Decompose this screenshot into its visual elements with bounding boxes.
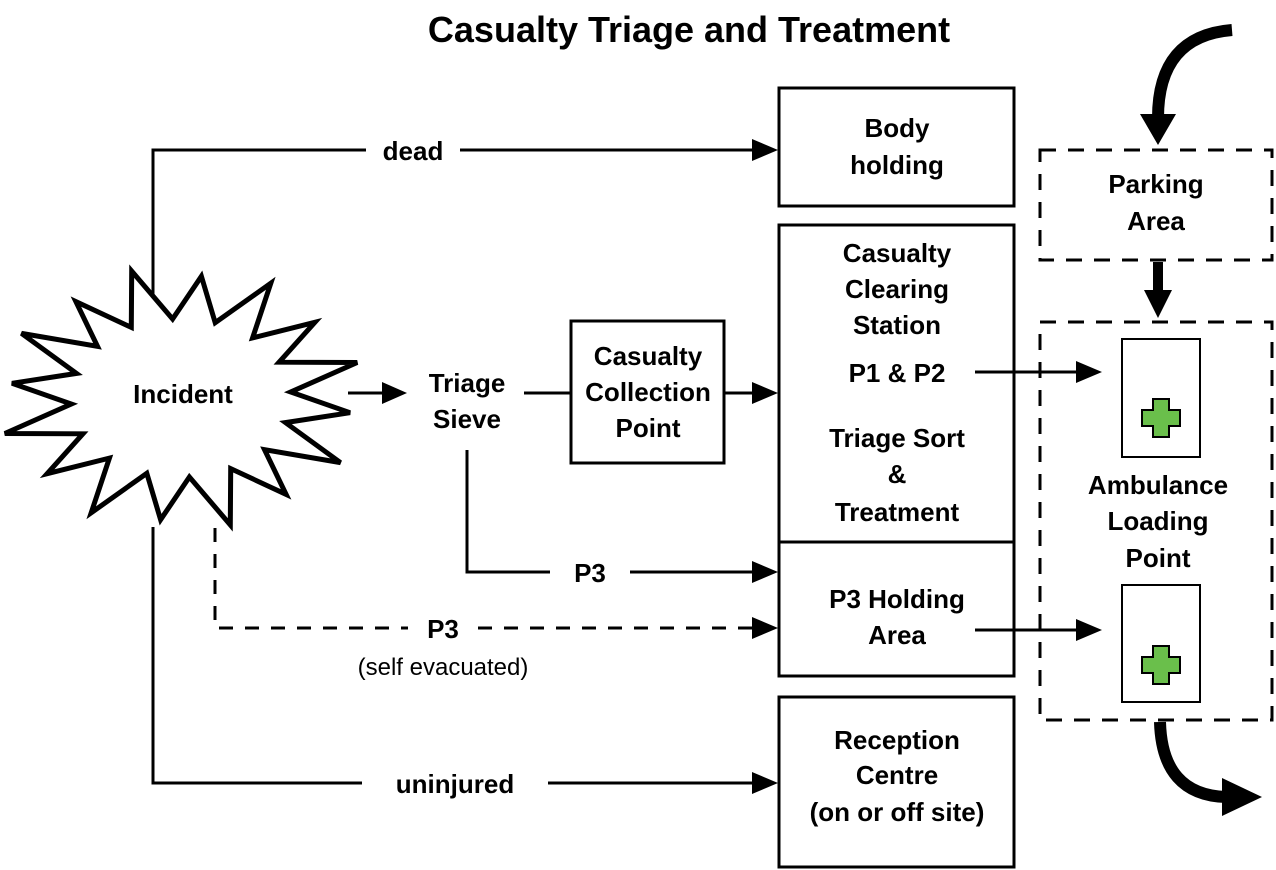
arrowhead-icon [752,382,778,404]
triage-sort-line2: & [888,459,907,489]
plus-cross-icon [1141,645,1181,685]
incident-label: Incident [133,379,233,409]
entry-arrowhead-icon [1140,114,1176,145]
parking-line2: Area [1127,206,1185,236]
ambulance-line1: Ambulance [1088,470,1228,500]
entry-curve-line [1152,24,1233,119]
ambulance-loading-zone [1038,320,1274,722]
clearing-station-line3: Station [853,310,941,340]
p3-self-label: P3 [427,614,459,644]
clearing-station-box [777,223,1016,544]
arrowhead-icon [752,561,778,583]
collection-point-line2: Collection [585,377,711,407]
p1p2-label: P1 & P2 [849,358,946,388]
triage-sieve-line1: Triage [429,368,506,398]
ambulance-line3: Point [1126,543,1191,573]
collection-point-line3: Point [616,413,681,443]
reception-box [777,695,1016,869]
uninjured-label: uninjured [396,769,514,799]
triage-sort-line1: Triage Sort [829,423,965,453]
incident-starburst-icon [3,264,359,532]
triage-sieve-line2: Sieve [433,404,501,434]
exit-curve-line [1154,721,1227,803]
clearing-station-line1: Casualty [843,238,952,268]
self-evacuated-line [213,528,408,630]
arrowhead-icon [1144,290,1172,318]
uninjured-line [151,527,362,785]
arrowhead-icon [1076,361,1102,383]
clearing-station-line2: Clearing [845,274,949,304]
arrowhead-icon [752,617,778,639]
p3-label: P3 [574,558,606,588]
p3-holding-box [777,540,1016,678]
p3-holding-line1: P3 Holding [829,584,965,614]
reception-line1: Reception [834,725,960,755]
self-evacuated-label: (self evacuated) [358,654,529,681]
body-holding-box [777,86,1016,208]
triage-sort-line3: Treatment [835,497,960,527]
parking-area-zone [1038,148,1274,262]
arrowhead-icon [1076,619,1102,641]
plus-cross-icon [1141,398,1181,438]
exit-arrowhead-icon [1222,778,1262,816]
body-holding-line2: holding [850,150,944,180]
arrowhead-icon [382,382,407,404]
collection-point-line1: Casualty [594,341,703,371]
p3-line [465,450,550,574]
dead-label: dead [383,136,444,166]
diagram-title: Casualty Triage and Treatment [428,9,950,50]
reception-line2: Centre [856,760,938,790]
reception-line3: (on or off site) [810,797,985,827]
p3-holding-line2: Area [868,620,926,650]
arrowhead-icon [752,139,778,161]
ambulance-line2: Loading [1107,506,1208,536]
parking-line1: Parking [1108,169,1203,199]
arrowhead-icon [752,772,778,794]
dead-line [151,148,366,297]
body-holding-line1: Body [865,113,931,143]
